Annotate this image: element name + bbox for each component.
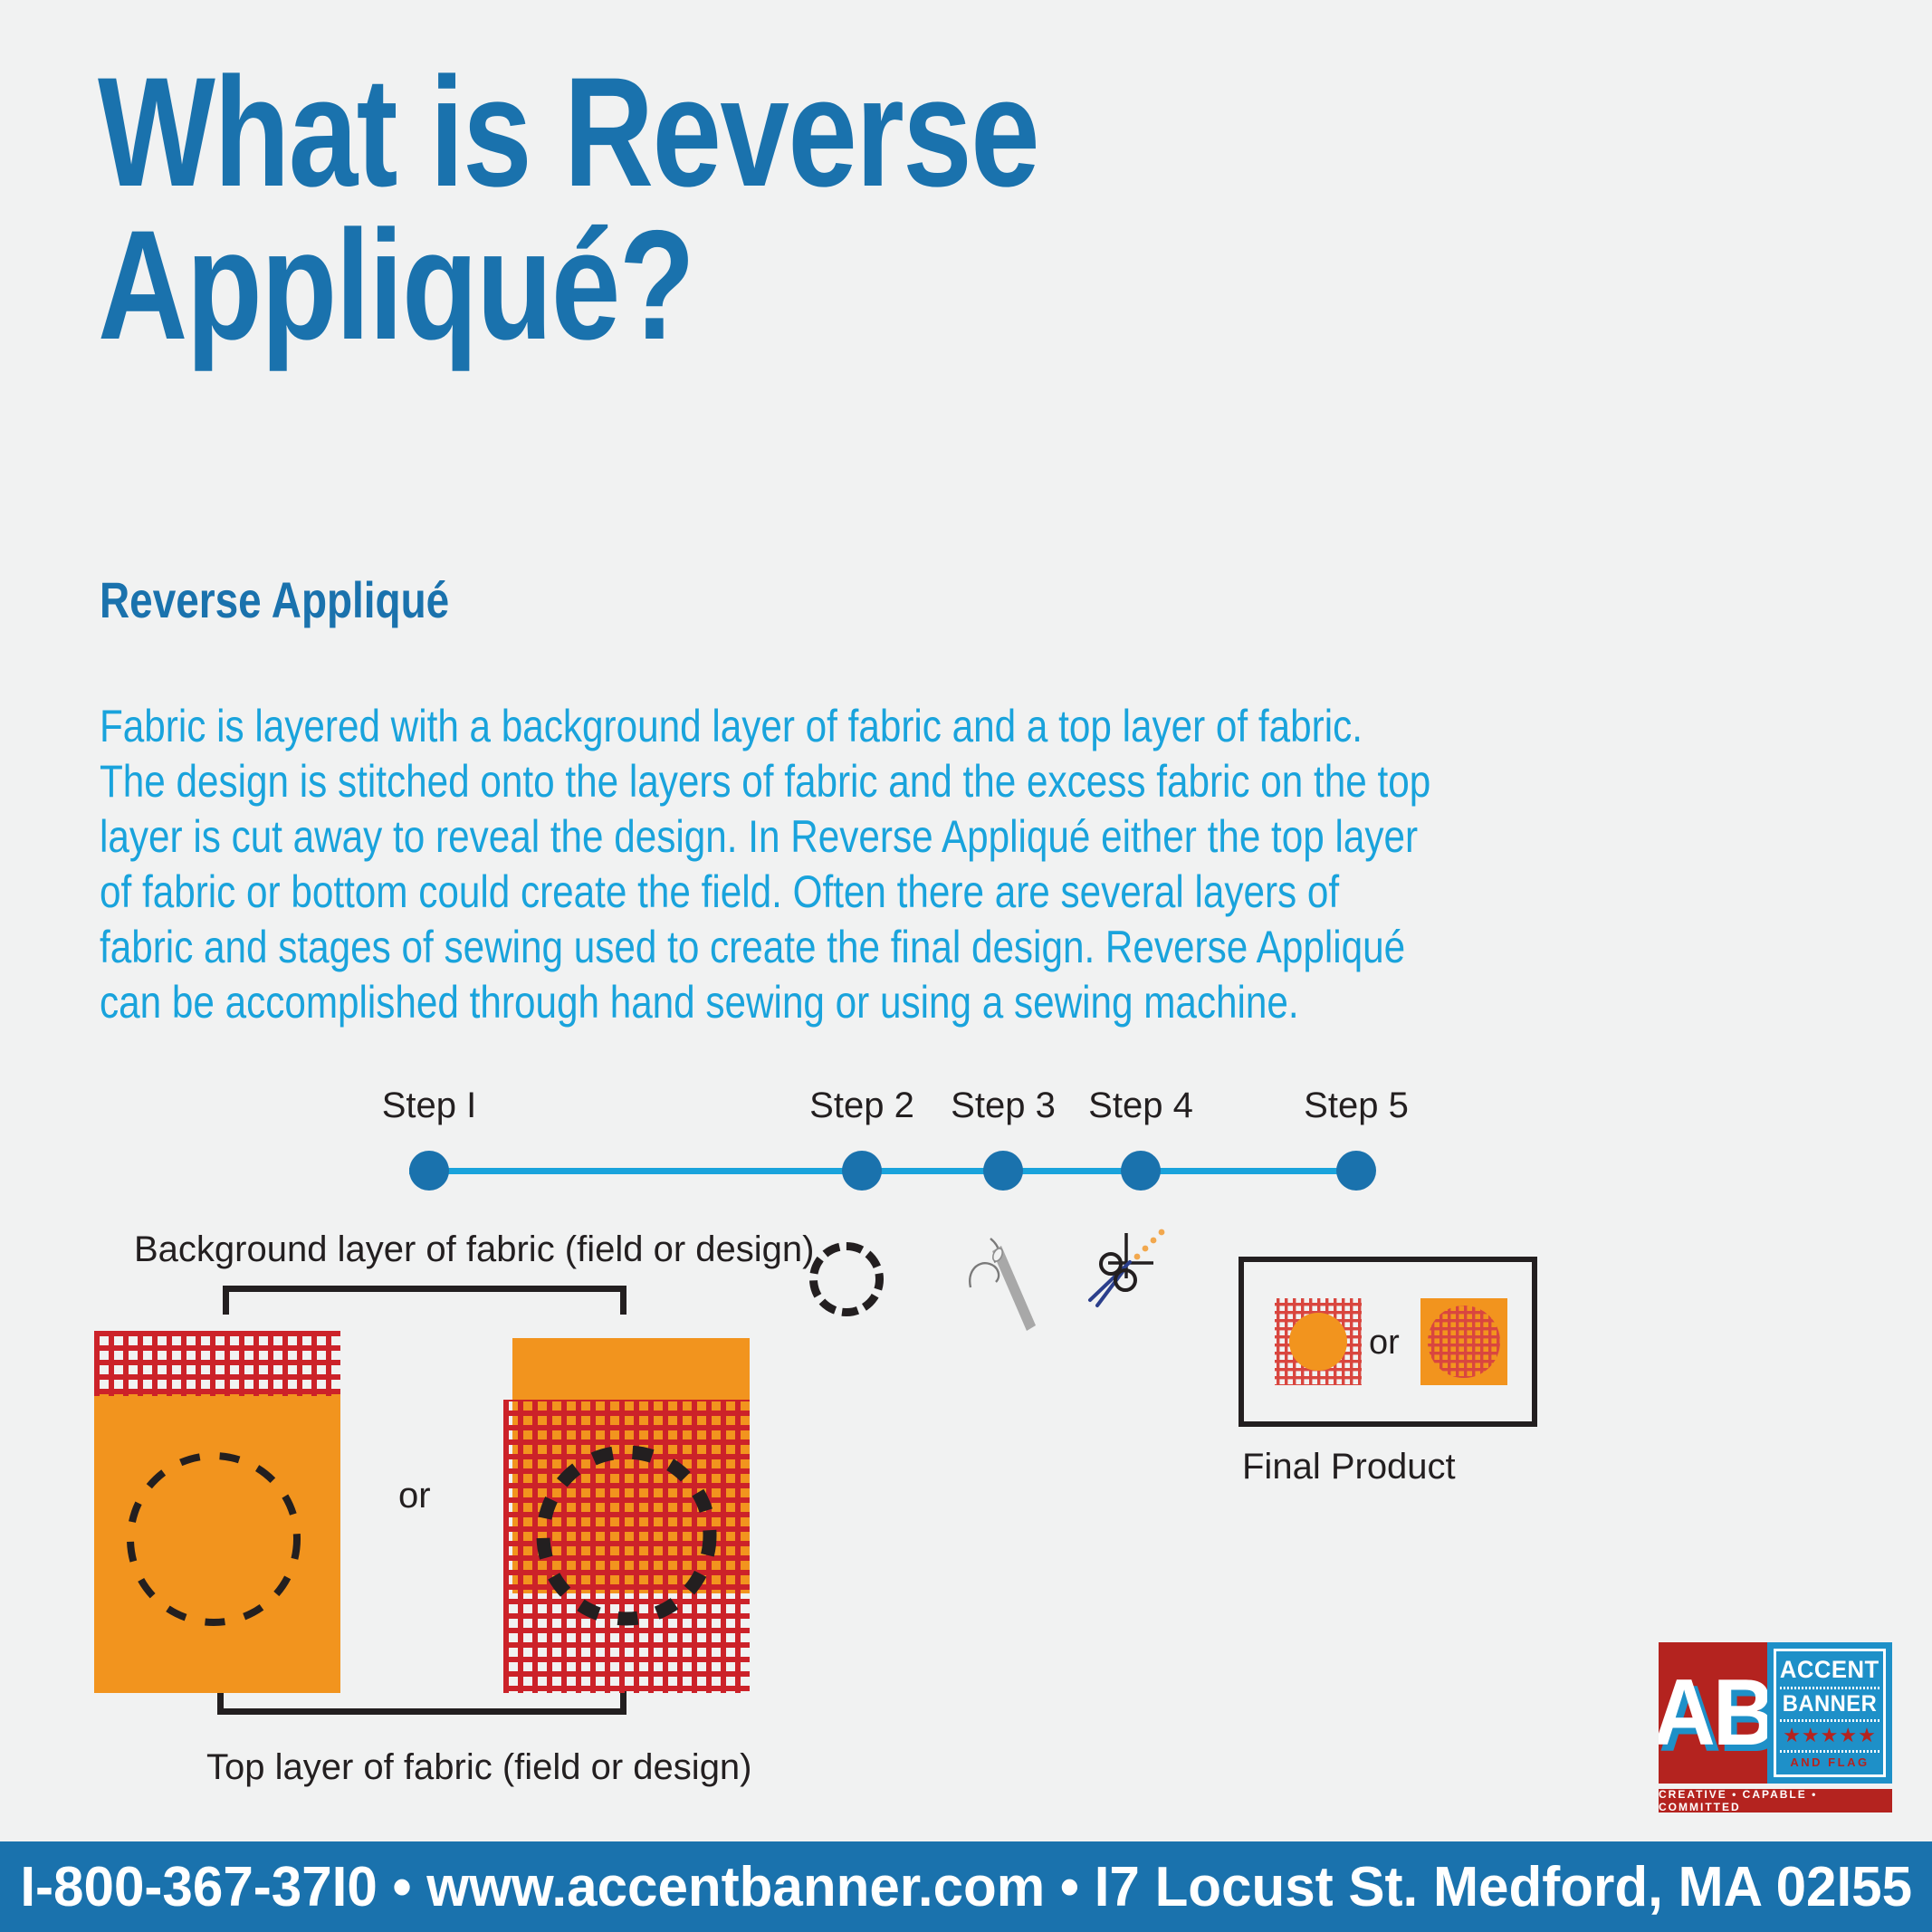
swatch-or-label: or <box>398 1476 431 1516</box>
logo-stripe-icon <box>1780 1719 1879 1722</box>
timeline-track <box>409 1168 1356 1174</box>
timeline-label-2: Step 2 <box>809 1086 914 1125</box>
timeline-label-4: Step 4 <box>1088 1086 1193 1125</box>
fabric-swatch-background-variant <box>94 1331 340 1693</box>
red-mesh-layer <box>94 1331 340 1396</box>
dashed-circle-icon <box>809 1242 884 1316</box>
logo-and-flag-text: AND FLAG <box>1790 1755 1870 1769</box>
timeline-label-5: Step 5 <box>1304 1086 1409 1125</box>
logo-banner-text: BANNER <box>1782 1690 1878 1717</box>
final-product-swatches <box>1275 1298 1507 1385</box>
body-paragraph: Fabric is layered with a background laye… <box>100 701 1431 1028</box>
timeline-label-3: Step 3 <box>951 1086 1056 1125</box>
final-product-or-label: or <box>1369 1324 1400 1362</box>
top-layer-label: Top layer of fabric (field or design) <box>206 1747 752 1787</box>
final-product-label: Final Product <box>1242 1447 1456 1487</box>
logo-tagline: CREATIVE • CAPABLE • COMMITTED <box>1659 1788 1818 1813</box>
sewing-needle-icon <box>969 1238 1036 1331</box>
accent-banner-logo[interactable]: AB ACCENT BANNER ★★★★★ AND FLAG CREATIVE… <box>1659 1642 1892 1813</box>
page-title: What is Reverse Appliqué? <box>98 54 1112 372</box>
top-layer-bracket <box>217 1686 626 1715</box>
logo-accent-text: ACCENT <box>1780 1656 1879 1684</box>
background-layer-bracket <box>223 1286 626 1315</box>
logo-stripe-icon <box>1780 1686 1879 1689</box>
page-title-line-2: Appliqué? <box>98 197 695 372</box>
design-outline-dashed-circle <box>536 1445 717 1626</box>
logo-monogram: AB <box>1659 1660 1767 1765</box>
final-product-variant-a <box>1275 1298 1362 1385</box>
logo-monogram-panel: AB <box>1659 1642 1767 1784</box>
logo-main: AB ACCENT BANNER ★★★★★ AND FLAG <box>1659 1642 1892 1784</box>
final-product-variant-b <box>1420 1298 1507 1385</box>
logo-stripe-icon <box>1780 1749 1879 1753</box>
fabric-swatch-design-variant <box>503 1338 750 1693</box>
logo-stars-icon: ★★★★★ <box>1783 1724 1877 1747</box>
logo-wordmark-inner: ACCENT BANNER ★★★★★ AND FLAG <box>1774 1649 1886 1777</box>
timeline-dot-2[interactable] <box>842 1151 882 1191</box>
logo-tagline-bar: CREATIVE • CAPABLE • COMMITTED <box>1659 1788 1892 1813</box>
timeline-dot-3[interactable] <box>983 1151 1023 1191</box>
timeline-dot-1[interactable] <box>409 1151 449 1191</box>
final-product-box <box>1239 1257 1537 1427</box>
contact-footer: I-800-367-37I0 • www.accentbanner.com • … <box>0 1841 1932 1932</box>
design-outline-dashed-circle <box>127 1452 301 1626</box>
logo-wordmark-panel: ACCENT BANNER ★★★★★ AND FLAG <box>1767 1642 1892 1784</box>
section-subtitle: Reverse Appliqué <box>100 571 450 628</box>
page-title-line-1: What is Reverse <box>98 45 1040 219</box>
timeline-dot-4[interactable] <box>1121 1151 1161 1191</box>
timeline-label-1: Step I <box>381 1086 477 1125</box>
timeline-dot-5[interactable] <box>1336 1151 1376 1191</box>
contact-footer-text: I-800-367-37I0 • www.accentbanner.com • … <box>20 1855 1912 1918</box>
scissors-icon <box>1088 1229 1165 1307</box>
background-layer-label: Background layer of fabric (field or des… <box>134 1229 815 1269</box>
